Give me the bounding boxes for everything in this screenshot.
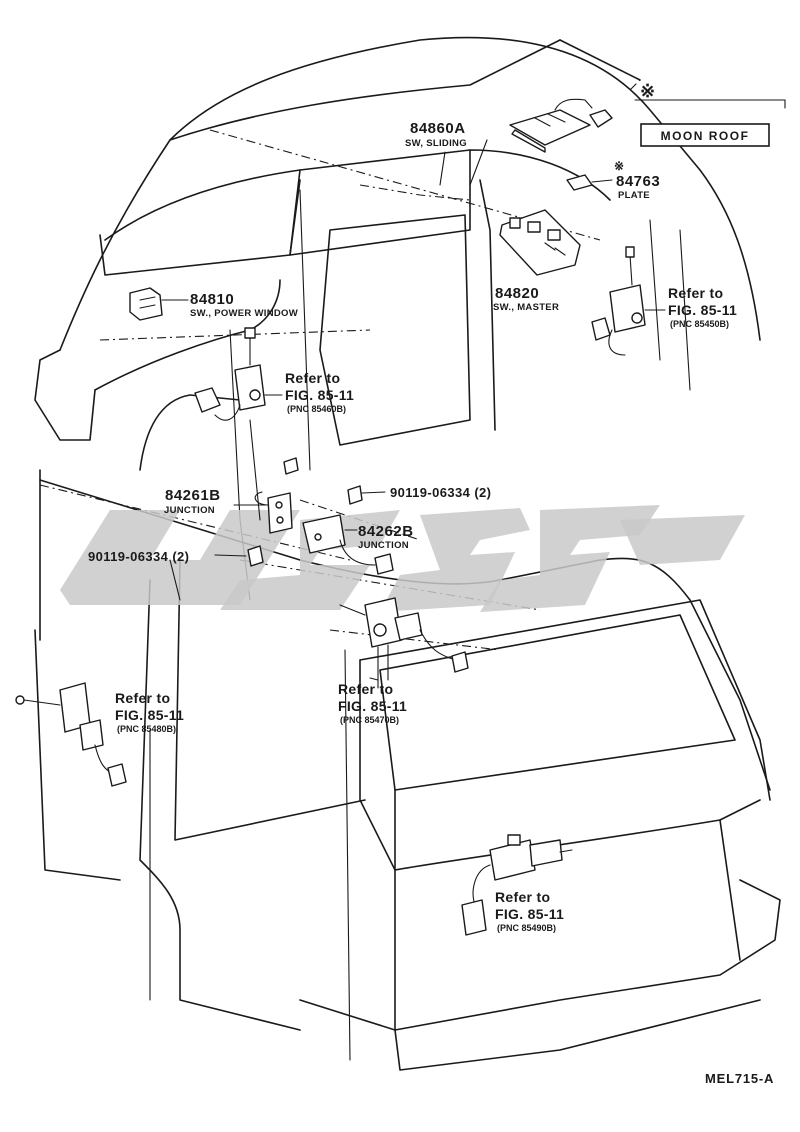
master-switch-part [499, 209, 581, 276]
ref4-pnc: (PNC 85480B) [117, 724, 176, 734]
drawing-code: MEL715-A [705, 1071, 774, 1086]
bolt-left [214, 545, 264, 567]
refer-note-85450b: Refer to FIG. 85-11 (PNC 85450B) [668, 285, 737, 329]
back-door-lock-center [339, 597, 469, 681]
callout-sw-power-window: 84810 SW., POWER WINDOW [190, 291, 298, 319]
ref2-line2: FIG. 85-11 [285, 387, 354, 403]
moonroof-label: MOON ROOF [661, 129, 750, 143]
moonroof-mark: ※ [640, 81, 655, 101]
bolt-right [347, 485, 386, 505]
callout-sw-master: 84820 SW., MASTER [493, 285, 559, 313]
vehicle-upper-body [34, 36, 761, 601]
ref1-pnc: (PNC 85450B) [670, 319, 729, 329]
plate-part-number: 84763 [616, 173, 660, 190]
bolt-right-label: 90119-06334 (2) [390, 485, 491, 500]
bolt-left-label: 90119-06334 (2) [88, 549, 189, 564]
callout-plate: ※ 84763 PLATE [614, 159, 660, 201]
power-window-switch-part [129, 287, 189, 321]
ref3-line1: Refer to [338, 681, 393, 697]
junction-b-part [233, 457, 299, 534]
door-lock-actuator-front-left [194, 327, 283, 421]
leader-lines [149, 139, 488, 761]
ref4-line1: Refer to [115, 690, 170, 706]
callout-sw-sliding: 84860A SW, SLIDING [405, 120, 467, 149]
vehicle-lower-body [34, 469, 781, 1071]
sw-power-part-number: 84810 [190, 291, 234, 308]
ref2-pnc: (PNC 85460B) [287, 404, 346, 414]
ref5-line2: FIG. 85-11 [495, 906, 564, 922]
junction-c-part [302, 514, 394, 575]
plate-desc: PLATE [618, 190, 650, 201]
ref5-pnc: (PNC 85490B) [497, 923, 556, 933]
ref4-line2: FIG. 85-11 [115, 707, 184, 723]
sw-sliding-part-number: 84860A [410, 120, 466, 137]
ref2-line1: Refer to [285, 370, 340, 386]
callout-junction-c: 84262B JUNCTION [358, 523, 414, 551]
callout-junction-b: 84261B JUNCTION [164, 487, 221, 516]
sw-power-desc: SW., POWER WINDOW [190, 308, 298, 319]
refer-note-85460b: Refer to FIG. 85-11 (PNC 85460B) [285, 370, 354, 414]
watermark-logo [60, 505, 745, 612]
junction-b-desc: JUNCTION [164, 505, 215, 516]
plate-mark: ※ [614, 159, 624, 173]
moonroof-note: ※ MOON ROOF [634, 81, 786, 147]
refer-note-85470b: Refer to FIG. 85-11 (PNC 85470B) [338, 681, 407, 725]
rear-side-lock-left [15, 682, 127, 787]
ref1-line1: Refer to [668, 285, 723, 301]
ref1-line2: FIG. 85-11 [668, 302, 737, 318]
back-door-lock-lower [461, 834, 573, 936]
ref5-line1: Refer to [495, 889, 550, 905]
refer-note-85480b: Refer to FIG. 85-11 (PNC 85480B) [115, 690, 184, 734]
junction-b-part-number: 84261B [165, 487, 221, 504]
door-lock-actuator-front-right [591, 246, 666, 356]
sw-master-part-number: 84820 [495, 285, 539, 302]
moonroof-box [640, 123, 770, 147]
sw-master-desc: SW., MASTER [493, 302, 559, 313]
junction-c-part-number: 84262B [358, 523, 414, 540]
sliding-switch-part [509, 98, 613, 153]
refer-note-85490b: Refer to FIG. 85-11 (PNC 85490B) [495, 889, 564, 933]
ref3-pnc: (PNC 85470B) [340, 715, 399, 725]
ref3-line2: FIG. 85-11 [338, 698, 407, 714]
sw-sliding-desc: SW, SLIDING [405, 138, 467, 149]
junction-c-desc: JUNCTION [358, 540, 409, 551]
plate-part [566, 174, 613, 191]
